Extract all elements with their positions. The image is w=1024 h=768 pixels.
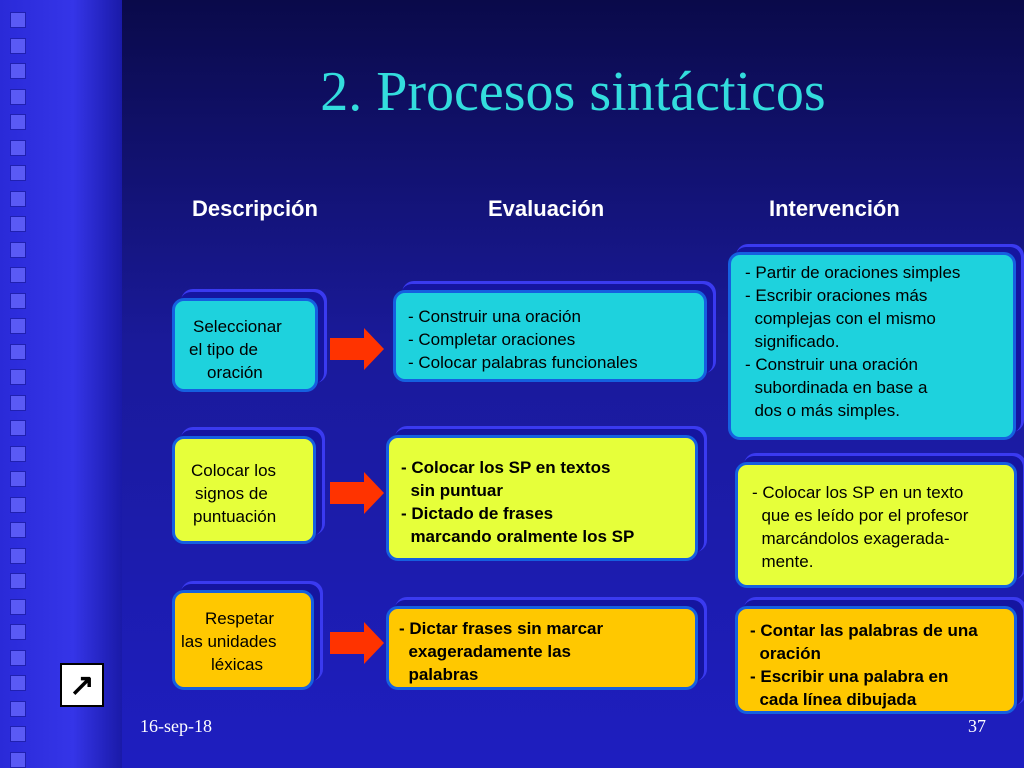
intervencion-line: subordinada en base a	[745, 378, 928, 397]
footer-date: 16-sep-18	[140, 716, 212, 736]
intervencion-line: marcándolos exagerada-	[752, 529, 950, 548]
descripcion-line: Respetar	[205, 609, 274, 628]
intervencion-line: - Construir una oración	[745, 355, 918, 374]
descripcion-line: el tipo de	[189, 340, 258, 359]
evaluacion-box-3: - Dictar frases sin marcar exageradament…	[386, 606, 698, 690]
decorative-square	[10, 445, 26, 462]
decorative-square	[10, 624, 26, 640]
arrow-right-icon	[330, 622, 384, 664]
decorative-square	[10, 343, 26, 360]
evaluacion-line: - Dictar frases sin marcar	[399, 619, 604, 638]
decorative-square	[10, 547, 26, 564]
decorative-square	[10, 573, 26, 589]
decorative-square	[10, 751, 26, 768]
intervencion-line: - Escribir oraciones más	[745, 286, 928, 305]
decorative-square	[10, 241, 26, 258]
evaluacion-line: - Colocar los SP en textos	[401, 458, 611, 477]
intervencion-line: - Contar las palabras de una	[750, 621, 978, 640]
decorative-square	[10, 114, 26, 130]
decorative-square	[10, 394, 26, 411]
arrow-right-icon	[330, 472, 384, 514]
decorative-square	[10, 88, 26, 105]
descripcion-box-3: Respetar las unidades léxicas	[172, 590, 314, 690]
evaluacion-box-2: - Colocar los SP en textos sin puntuar -…	[386, 435, 698, 561]
intervencion-line: significado.	[745, 332, 840, 351]
arrow-up-right-icon[interactable]: ↗	[60, 663, 104, 707]
intervencion-line: que es leído por el profesor	[752, 506, 969, 525]
intervencion-line: - Escribir una palabra en	[750, 667, 949, 686]
descripcion-line: signos de	[195, 484, 268, 503]
intervencion-line: oración	[750, 644, 821, 663]
arrow-right-icon	[330, 328, 384, 370]
intervencion-box-1: - Partir de oraciones simples - Escribir…	[728, 252, 1016, 440]
intervencion-line: - Colocar los SP en un texto	[752, 483, 964, 502]
decorative-square	[10, 37, 26, 54]
decorative-square	[10, 598, 26, 615]
decorative-square	[10, 63, 26, 79]
evaluacion-line: exageradamente las	[399, 642, 571, 661]
evaluacion-line: palabras	[399, 665, 479, 684]
decorative-square	[10, 496, 26, 513]
evaluacion-line: - Completar oraciones	[408, 330, 576, 349]
intervencion-box-3: - Contar las palabras de una oración - E…	[735, 606, 1017, 714]
intervencion-line: mente.	[752, 552, 814, 571]
footer-page-number: 37	[968, 716, 986, 736]
evaluacion-line: - Colocar palabras funcionales	[408, 353, 638, 372]
decorative-square	[10, 471, 26, 487]
intervencion-line: cada línea dibujada	[750, 690, 917, 709]
decorative-square	[10, 700, 26, 717]
decorative-square	[10, 267, 26, 283]
intervencion-line: - Partir de oraciones simples	[745, 263, 961, 282]
evaluacion-line: - Construir una oración	[408, 307, 581, 326]
column-header-intervencion: Intervención	[769, 196, 900, 221]
descripcion-line: léxicas	[211, 655, 263, 674]
descripcion-box-2: Colocar los signos de puntuación	[172, 436, 316, 544]
decorative-square	[10, 216, 26, 232]
decorative-square	[10, 420, 26, 436]
decorative-square	[10, 675, 26, 691]
intervencion-line: dos o más simples.	[745, 401, 900, 420]
descripcion-line: Colocar los	[191, 461, 277, 480]
intervencion-line: complejas con el mismo	[745, 309, 936, 328]
decorative-square	[10, 292, 26, 309]
evaluacion-box-1: - Construir una oración - Completar orac…	[393, 290, 707, 382]
intervencion-box-2: - Colocar los SP en un texto que es leíd…	[735, 462, 1017, 588]
descripcion-box-1: Seleccionar el tipo de oración	[172, 298, 318, 392]
decorative-square	[10, 139, 26, 156]
column-header-evaluacion: Evaluación	[488, 196, 605, 221]
descripcion-line: puntuación	[193, 507, 277, 526]
evaluacion-line: sin puntuar	[401, 481, 503, 500]
decorative-square	[10, 12, 26, 28]
decorative-square	[10, 522, 26, 538]
evaluacion-line: marcando oralmente los SP	[401, 527, 635, 546]
decorative-square	[10, 726, 26, 742]
decorative-square	[10, 318, 26, 334]
descripcion-line: Seleccionar	[193, 317, 282, 336]
decorative-square	[10, 190, 26, 207]
column-header-descripcion: Descripción	[192, 196, 318, 221]
slide-title: 2. Procesos sintácticos	[320, 61, 826, 123]
decorative-square	[10, 369, 26, 385]
descripcion-line: oración	[207, 363, 263, 382]
evaluacion-line: - Dictado de frases	[401, 504, 554, 523]
descripcion-line: las unidades	[181, 632, 277, 651]
left-decorative-strip	[0, 0, 122, 768]
decorative-square	[10, 165, 26, 181]
decorative-square	[10, 649, 26, 666]
